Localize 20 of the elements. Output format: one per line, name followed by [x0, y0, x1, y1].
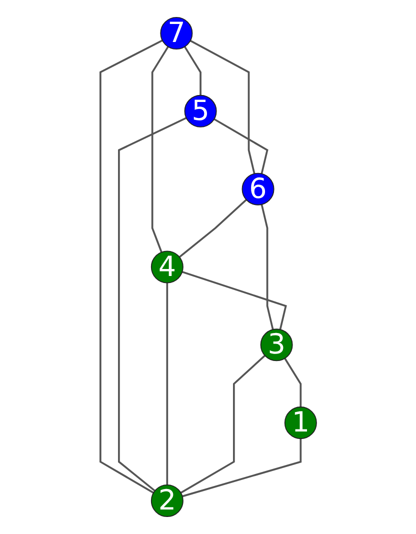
connector: [260, 204, 274, 330]
connector: [181, 271, 286, 330]
node-circle: 6: [241, 172, 274, 206]
connector: [178, 199, 247, 258]
node-circle: 2: [150, 484, 183, 517]
connector: [189, 40, 255, 174]
node-circle: 4: [150, 250, 183, 284]
connector: [184, 46, 202, 96]
connector: [150, 46, 168, 253]
node-circle: 7: [160, 17, 192, 50]
connector: [118, 117, 186, 492]
node-circle: 5: [184, 94, 216, 128]
connector: [99, 40, 162, 494]
node-circle: 3: [260, 328, 292, 362]
node-circle: 1: [284, 406, 316, 440]
connector: [182, 438, 302, 498]
connector: [284, 358, 302, 408]
connector: [180, 354, 266, 494]
connector: [166, 282, 168, 485]
connector: [213, 118, 268, 174]
